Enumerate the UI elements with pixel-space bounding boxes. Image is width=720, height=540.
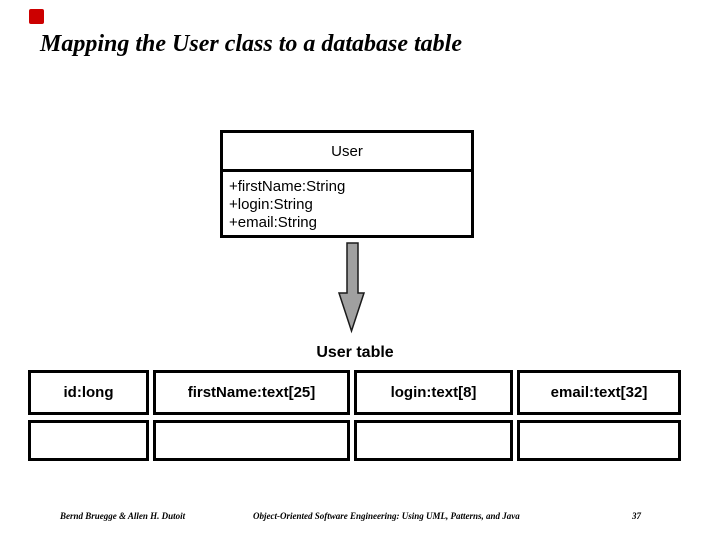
table-empty-row: [28, 420, 682, 461]
uml-attribute: +firstName:String: [229, 178, 346, 195]
table-header-cell: id:long: [28, 370, 149, 415]
uml-attribute: +login:String: [229, 196, 313, 213]
slide-accent-square: [29, 9, 44, 24]
table-caption: User table: [316, 344, 394, 361]
page-number: 37: [632, 511, 641, 521]
uml-class-name: User: [223, 133, 471, 172]
footer-authors: Bernd Bruegge & Allen H. Dutoit: [60, 511, 186, 521]
table-cell-empty: [354, 420, 513, 461]
table-cell-empty: [153, 420, 350, 461]
footer-book-title: Object-Oriented Software Engineering: Us…: [253, 511, 520, 521]
table-header-row: id:long firstName:text[25] login:text[8]…: [28, 370, 682, 415]
table-header-cell: login:text[8]: [354, 370, 513, 415]
table-header-cell: firstName:text[25]: [153, 370, 350, 415]
uml-class-box: User +firstName:String +login:String +em…: [220, 130, 474, 238]
table-cell-empty: [28, 420, 149, 461]
uml-attribute: +email:String: [229, 214, 317, 231]
database-table: id:long firstName:text[25] login:text[8]…: [28, 370, 682, 461]
table-cell-empty: [517, 420, 681, 461]
slide-title: Mapping the User class to a database tab…: [40, 31, 463, 57]
uml-class-attributes: +firstName:String +login:String +email:S…: [223, 172, 471, 232]
table-header-cell: email:text[32]: [517, 370, 681, 415]
down-arrow-icon: [337, 242, 366, 334]
